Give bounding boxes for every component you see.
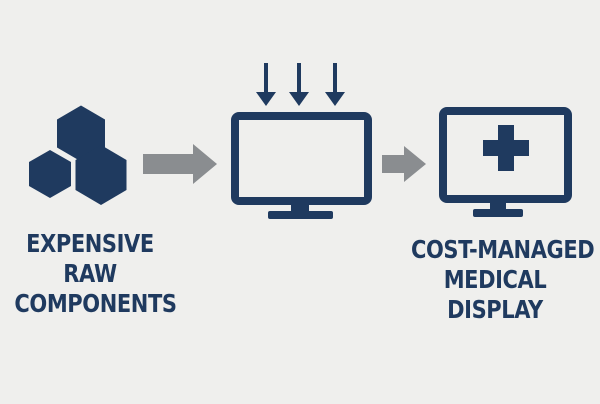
- hexagon-bottom-left: [29, 150, 71, 198]
- hexagon-cluster-icon: [29, 105, 127, 205]
- label-line: MEDICAL: [443, 265, 547, 294]
- label-line: RAW: [63, 259, 117, 288]
- label-line: COMPONENTS: [14, 289, 177, 318]
- medical-cross-icon: [483, 125, 529, 171]
- label-line: EXPENSIVE: [26, 229, 154, 258]
- medical-display-label: COST-MANAGED MEDICAL DISPLAY: [411, 235, 595, 325]
- input-arrows-icon: [256, 63, 345, 106]
- label-line: DISPLAY: [447, 295, 543, 324]
- gray-arrow-icon: [382, 146, 426, 182]
- gray-arrow-icon: [143, 144, 217, 184]
- label-line: COST-MANAGED: [411, 235, 595, 264]
- hexagon-bottom-right: [75, 145, 127, 205]
- down-arrow-icon: [289, 63, 309, 106]
- monitor-icon: [231, 112, 372, 219]
- monitor-with-medical-cross-icon: [439, 107, 572, 217]
- hexagon-top: [57, 105, 105, 162]
- down-arrow-icon: [325, 63, 345, 106]
- down-arrow-icon: [256, 63, 276, 106]
- raw-components-label: EXPENSIVE RAW COMPONENTS: [14, 229, 177, 319]
